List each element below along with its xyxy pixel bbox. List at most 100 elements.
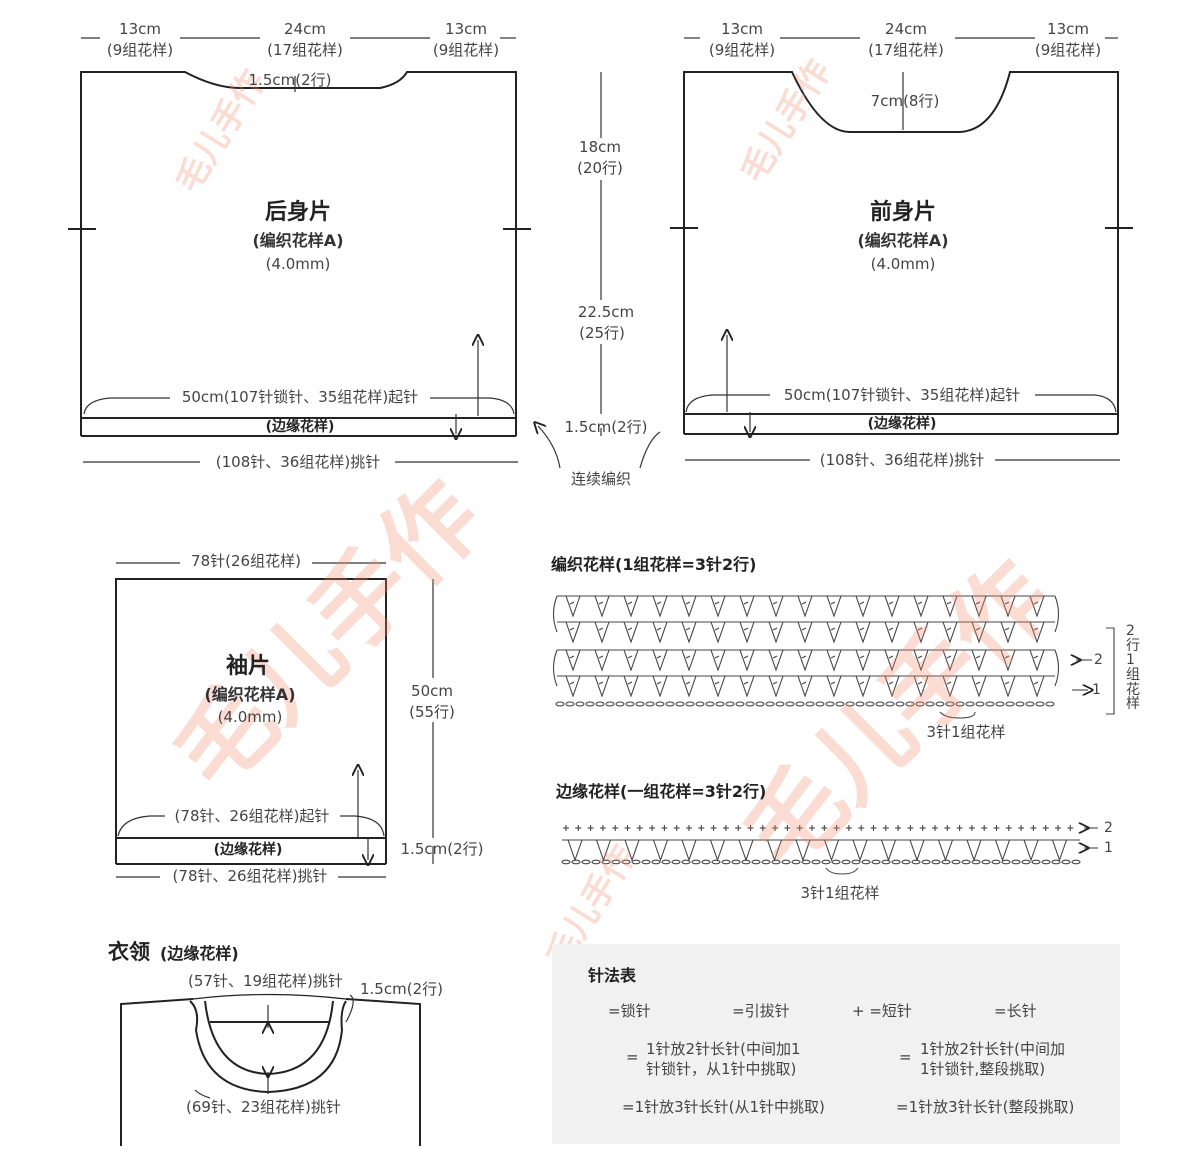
sleeve-start-chain: (78针、26组花样)起针 (174, 807, 330, 825)
v-stitch-mark (768, 675, 784, 698)
v-stitch-mark (826, 649, 842, 672)
border-pattern-repeat: 3针1组花样 (800, 884, 880, 902)
v-stitch-mark (739, 649, 755, 672)
sleeve-title: 袖片 (225, 654, 271, 679)
pattern-a-title: 编织花样(1组花样=3针2行) (551, 555, 757, 574)
legend-slip: =引拔针 (732, 1002, 790, 1020)
back-neck-depth: 1.5cm(2行) (248, 71, 332, 89)
sleeve-height: 50cm (411, 682, 453, 700)
pattern-a-row (557, 621, 1055, 644)
front-neck-depth: 7cm(8行) (870, 92, 940, 110)
collar-outer-pickup: (69针、23组花样)挑针 (186, 1098, 341, 1116)
v-stitch-mark (768, 621, 784, 644)
v-stitch-mark (595, 839, 612, 862)
v-stitch-mark (852, 839, 868, 862)
v-stitch-mark (797, 649, 813, 672)
v-stitch-mark (681, 621, 697, 644)
v-stitch-mark (768, 649, 784, 672)
back-dim-left-sub: (9组花样) (106, 41, 174, 59)
back-border-label: (边缘花样) (265, 419, 335, 435)
v-stitch-mark (1051, 839, 1068, 862)
front-dim-mid: 24cm (885, 20, 927, 38)
pattern-a-side-label: 2行1组花样 (1126, 623, 1140, 713)
border-v-row (562, 839, 1080, 862)
border-pattern-chart (561, 825, 1098, 875)
back-dim-right: 13cm (445, 20, 487, 38)
collar-inner (204, 1000, 334, 1076)
lower-height-sub: (25行) (579, 324, 625, 342)
front-dim-right: 13cm (1047, 20, 1089, 38)
sleeve-top-width: 78针(26组花样) (191, 552, 301, 570)
v-stitch-mark (1029, 621, 1045, 644)
v-stitch-mark (652, 649, 668, 672)
v-stitch-mark (623, 675, 639, 698)
pattern-a-row (557, 675, 1055, 698)
v-stitch-mark (739, 675, 755, 698)
v-stitch-mark (594, 675, 610, 698)
v-stitch-mark (1000, 621, 1016, 644)
back-dim-mid: 24cm (284, 20, 326, 38)
legend-v1-line2: 针锁针，从1针中挑取) (646, 1060, 797, 1078)
v-stitch-mark (710, 595, 726, 618)
pattern-a-row (557, 595, 1055, 618)
pattern-a-chart (552, 595, 1115, 719)
v-stitch-mark (942, 649, 958, 672)
v-stitch-mark (739, 595, 755, 618)
pattern-a-row (557, 649, 1055, 672)
v-stitch-mark (826, 621, 842, 644)
legend-v1-line1: 1针放2针长针(中间加1 (646, 1040, 801, 1058)
collar-shoulder-line (120, 998, 194, 1146)
v-stitch-mark (766, 839, 783, 862)
v-stitch-mark (971, 675, 987, 698)
back-dim-mid-sub: (17组花样) (267, 41, 343, 59)
front-hook: (4.0mm) (870, 255, 936, 273)
back-title: 后身片 (264, 200, 332, 225)
v-stitch-mark (909, 839, 925, 862)
v-stitch-mark (681, 675, 697, 698)
v-stitch-mark (739, 621, 755, 644)
v-stitch-mark (855, 649, 871, 672)
v-stitch-mark (797, 595, 813, 618)
v-stitch-mark (594, 621, 610, 644)
v-stitch-mark (884, 595, 900, 618)
v-stitch-mark (652, 595, 668, 618)
v-stitch-mark (971, 649, 987, 672)
v-stitch-mark (913, 595, 929, 618)
v-stitch-mark (567, 839, 583, 862)
upper-height-sub: (20行) (577, 159, 623, 177)
v-stitch-mark (826, 675, 842, 698)
pattern-a-row1: 1 (1092, 682, 1101, 698)
v-stitch-mark (913, 621, 929, 644)
sleeve-hook: (4.0mm) (217, 708, 283, 726)
lower-height: 22.5cm (577, 303, 635, 321)
v-stitch-mark (652, 675, 668, 698)
legend-sc: + =短针 (852, 1002, 912, 1020)
front-start-chain: 50cm(107针锁针、35组花样)起针 (783, 386, 1021, 404)
v-stitch-mark (710, 649, 726, 672)
v-stitch-mark (623, 621, 639, 644)
front-dim-left: 13cm (721, 20, 763, 38)
v-stitch-mark (994, 839, 1011, 862)
border-pattern-row2: 2 (1104, 820, 1113, 836)
legend-v2-line1: 1针放2针长针(中间加 (920, 1040, 1065, 1058)
legend-shell-3: =1针放3针长针(从1针中挑取) (622, 1098, 825, 1116)
v-stitch-mark (884, 675, 900, 698)
continuous-note: 连续编织 (570, 470, 632, 488)
back-piece-outline (80, 71, 517, 419)
v-stitch-mark (971, 621, 987, 644)
v-stitch-mark (966, 839, 982, 862)
v-stitch-mark (710, 621, 726, 644)
legend-dc: =长针 (994, 1002, 1037, 1020)
upper-height: 18cm (579, 138, 621, 156)
v-stitch-mark (738, 839, 754, 862)
v-stitch-mark (826, 595, 842, 618)
back-pickup: (108针、36组花样)挑针 (215, 453, 381, 471)
v-stitch-mark (797, 675, 813, 698)
v-stitch-mark (681, 595, 697, 618)
v-stitch-mark (823, 839, 840, 862)
front-pickup: (108针、36组花样)挑针 (819, 451, 985, 469)
back-dim-left: 13cm (119, 20, 161, 38)
v-stitch-mark (1000, 649, 1016, 672)
v-stitch-mark (942, 595, 958, 618)
